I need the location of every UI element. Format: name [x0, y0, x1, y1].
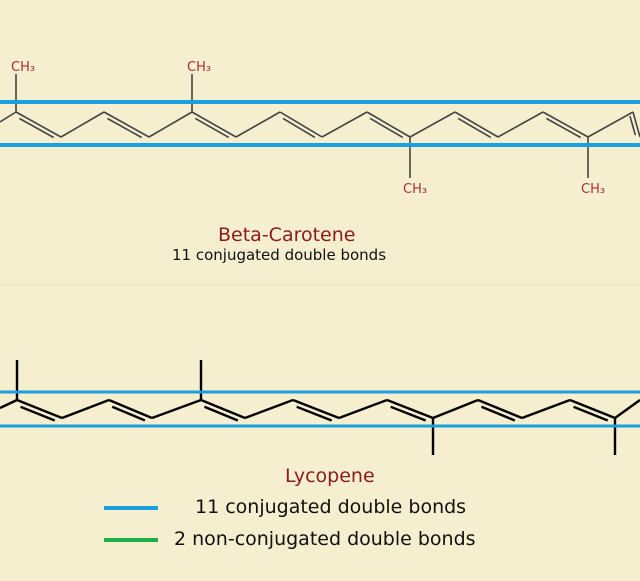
double-bond [296, 405, 333, 422]
single-bond [521, 398, 571, 420]
single-bond [338, 398, 388, 420]
single-bond [191, 111, 237, 138]
double-bond [546, 117, 582, 139]
single-bond [366, 111, 411, 138]
methyl-label: CH₃ [11, 60, 36, 75]
beta-carotene-title: Beta-Carotene [218, 224, 356, 246]
single-bond [614, 399, 640, 419]
single-bond [409, 111, 456, 138]
single-bond [454, 111, 499, 138]
double-bond [111, 405, 146, 422]
single-bond [108, 398, 153, 420]
double-bond [107, 117, 143, 139]
double-bond [390, 405, 427, 422]
single-bond [244, 398, 294, 420]
methyl-label: CH₃ [403, 182, 428, 197]
divider [0, 284, 640, 285]
single-bond [60, 111, 105, 138]
double-bond [480, 405, 516, 422]
double-bond [203, 405, 239, 422]
methyl-label: CH₃ [581, 182, 606, 197]
single-bond [542, 111, 589, 138]
single-bond [569, 398, 616, 420]
beta-carotene-subtitle: 11 conjugated double bonds [172, 246, 387, 264]
single-bond [0, 111, 17, 123]
legend-conjugated-label: 11 conjugated double bonds [195, 496, 467, 518]
single-bond [200, 398, 246, 420]
beta-carotene-structure [0, 74, 640, 178]
single-bond [151, 398, 202, 420]
single-bond [0, 398, 18, 410]
single-bond [103, 111, 150, 138]
single-bond [235, 111, 281, 138]
single-bond [587, 111, 634, 138]
double-bond [282, 117, 316, 139]
single-bond [477, 398, 523, 420]
double-bond [194, 117, 230, 139]
legend-non-conjugated-label: 2 non-conjugated double bonds [174, 528, 476, 550]
double-bond [457, 117, 492, 139]
double-bond [573, 405, 609, 422]
double-bond [20, 405, 56, 422]
single-bond [321, 111, 368, 138]
single-bond [61, 398, 110, 420]
single-bond [432, 398, 479, 420]
lycopene-structure [0, 360, 640, 455]
single-bond [148, 111, 193, 138]
double-bond [19, 117, 55, 139]
single-bond [16, 398, 63, 420]
lycopene-title: Lycopene [285, 465, 375, 487]
single-bond [279, 111, 323, 138]
methyl-label: CH₃ [187, 60, 212, 75]
single-bond [292, 398, 340, 420]
single-bond [497, 111, 544, 138]
single-bond [386, 398, 434, 420]
double-bond [369, 117, 404, 139]
single-bond [632, 111, 640, 138]
single-bond [15, 111, 62, 138]
double-bond [629, 115, 637, 136]
